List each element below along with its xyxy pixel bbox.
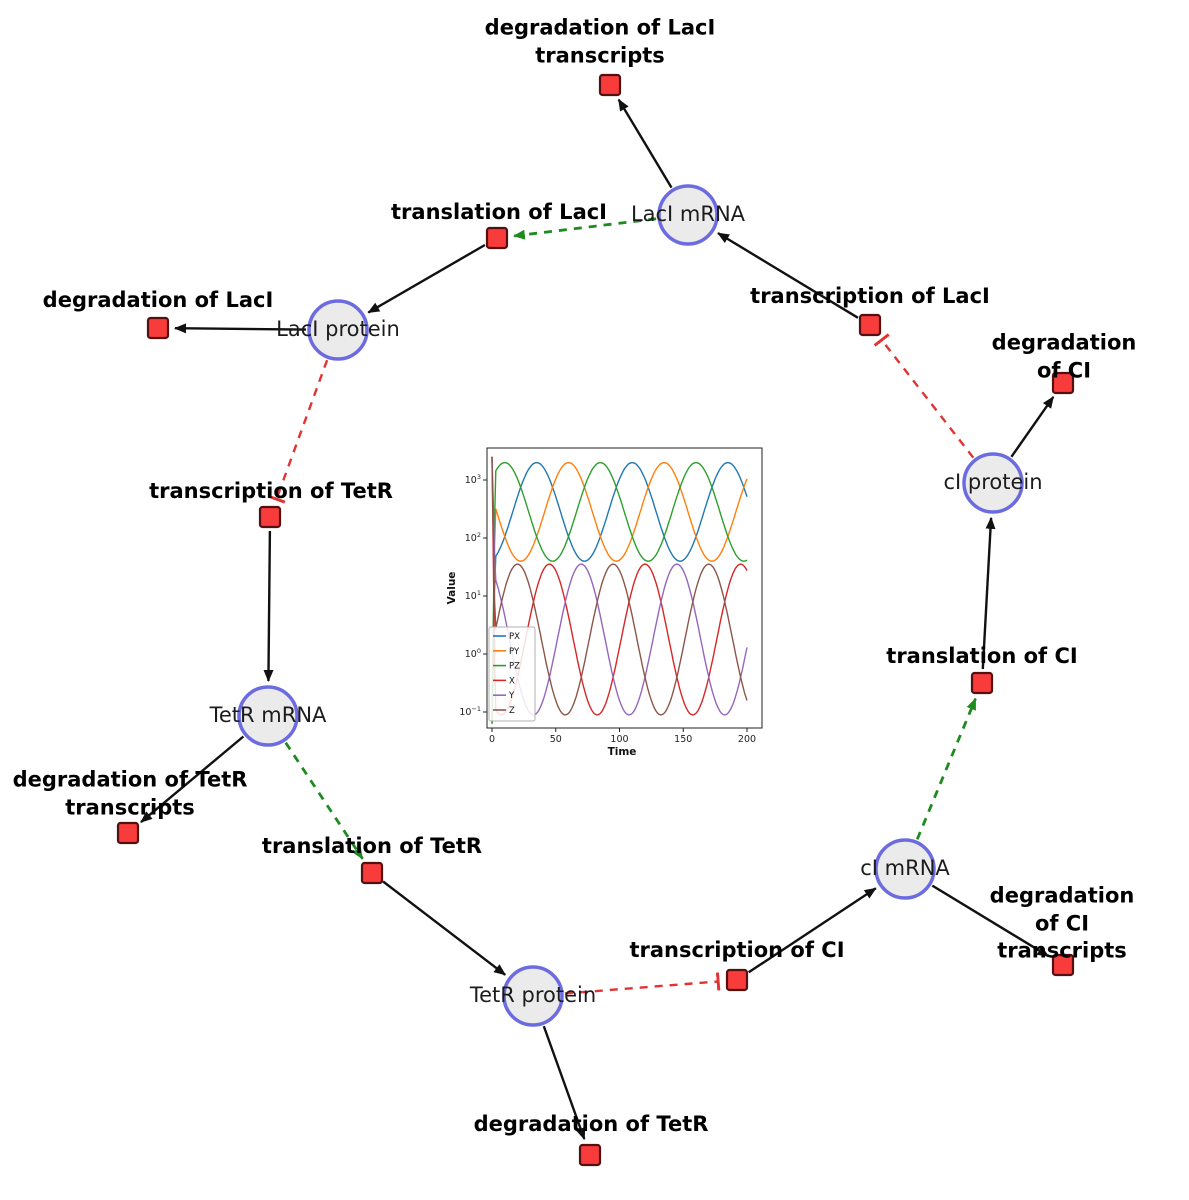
reaction-node-degradation-of-laci-transcripts[interactable] bbox=[598, 73, 622, 97]
series-line-PZ bbox=[491, 461, 748, 724]
edge-modifier-laci-mrna-to-translation-of-laci bbox=[512, 217, 657, 240]
species-node-ci-protein[interactable] bbox=[962, 452, 1024, 514]
species-node-laci-mrna[interactable] bbox=[657, 184, 719, 246]
species-node-tetr-mrna[interactable] bbox=[237, 685, 299, 747]
x-tick-label: 100 bbox=[610, 734, 628, 745]
x-tick-label: 50 bbox=[550, 734, 562, 745]
edge-consumption-tetr-protein-to-degradation-of-tetr bbox=[542, 1025, 586, 1140]
x-tick-label: 0 bbox=[489, 734, 495, 745]
reaction-node-transcription-of-tetr[interactable] bbox=[258, 505, 282, 529]
legend-label-PX: PX bbox=[509, 632, 520, 642]
reaction-node-translation-of-laci[interactable] bbox=[485, 226, 509, 250]
edge-consumption-laci-protein-to-degradation-of-laci bbox=[174, 323, 307, 334]
reaction-node-degradation-of-laci[interactable] bbox=[146, 316, 170, 340]
edge-consumption-ci-protein-to-degradation-of-ci bbox=[1010, 396, 1055, 458]
y-tick-label: 102 bbox=[465, 531, 481, 544]
reaction-node-degradation-of-ci[interactable] bbox=[1051, 371, 1075, 395]
reaction-node-transcription-of-ci[interactable] bbox=[725, 968, 749, 992]
series-line-X bbox=[491, 456, 748, 716]
edge-consumption-tetr-mrna-to-degradation-of-tetr-transcripts bbox=[140, 735, 245, 824]
species-node-tetr-protein[interactable] bbox=[502, 965, 564, 1027]
y-tick-label: 100 bbox=[465, 647, 481, 660]
y-tick-label: 103 bbox=[465, 473, 481, 486]
edge-production-translation-of-ci-to-ci-protein bbox=[981, 516, 996, 670]
species-node-laci-protein[interactable] bbox=[307, 299, 369, 361]
edge-inhibition-tetr-protein-to-transcription-of-ci bbox=[564, 972, 721, 995]
x-tick-label: 150 bbox=[674, 734, 692, 745]
y-tick-label: 101 bbox=[465, 589, 481, 602]
reaction-node-degradation-of-tetr[interactable] bbox=[578, 1143, 602, 1167]
edge-production-transcription-of-ci-to-ci-mrna bbox=[748, 887, 877, 974]
series-line-Z bbox=[491, 456, 748, 716]
edge-modifier-ci-mrna-to-translation-of-ci bbox=[915, 697, 977, 840]
y-axis-label: Value bbox=[446, 572, 458, 605]
species-node-ci-mrna[interactable] bbox=[874, 838, 936, 900]
edge-consumption-laci-mrna-to-degradation-of-laci-transcripts bbox=[617, 98, 673, 189]
legend-label-X: X bbox=[509, 676, 515, 686]
edge-production-translation-of-laci-to-laci-protein bbox=[367, 243, 486, 314]
edge-production-transcription-of-tetr-to-tetr-mrna bbox=[263, 530, 274, 682]
edge-inhibition-ci-protein-to-transcription-of-laci bbox=[873, 333, 975, 459]
legend-label-PZ: PZ bbox=[509, 662, 520, 672]
x-axis-label: Time bbox=[608, 746, 637, 758]
reaction-node-translation-of-ci[interactable] bbox=[970, 671, 994, 695]
x-tick-label: 200 bbox=[738, 734, 756, 745]
edge-inhibition-laci-protein-to-transcription-of-tetr bbox=[267, 359, 329, 504]
legend-label-PY: PY bbox=[509, 647, 520, 657]
edge-modifier-tetr-mrna-to-translation-of-tetr bbox=[284, 741, 364, 860]
legend-label-Y: Y bbox=[508, 691, 515, 701]
edge-production-translation-of-tetr-to-tetr-protein bbox=[382, 880, 506, 976]
y-tick-label: 10−1 bbox=[459, 705, 481, 718]
reaction-node-degradation-of-tetr-transcripts[interactable] bbox=[116, 821, 140, 845]
legend: PX PY PZ XYZ bbox=[488, 626, 536, 722]
edge-consumption-ci-mrna-to-degradation-of-ci-transcripts bbox=[931, 884, 1050, 958]
reaction-node-translation-of-tetr[interactable] bbox=[360, 861, 384, 885]
series-line-PX bbox=[491, 461, 748, 724]
edge-production-transcription-of-laci-to-laci-mrna bbox=[717, 232, 859, 319]
legend-label-Z: Z bbox=[509, 706, 515, 716]
reaction-node-degradation-of-ci-transcripts[interactable] bbox=[1051, 953, 1075, 977]
series-line-PY bbox=[491, 461, 748, 724]
reaction-node-transcription-of-laci[interactable] bbox=[858, 313, 882, 337]
